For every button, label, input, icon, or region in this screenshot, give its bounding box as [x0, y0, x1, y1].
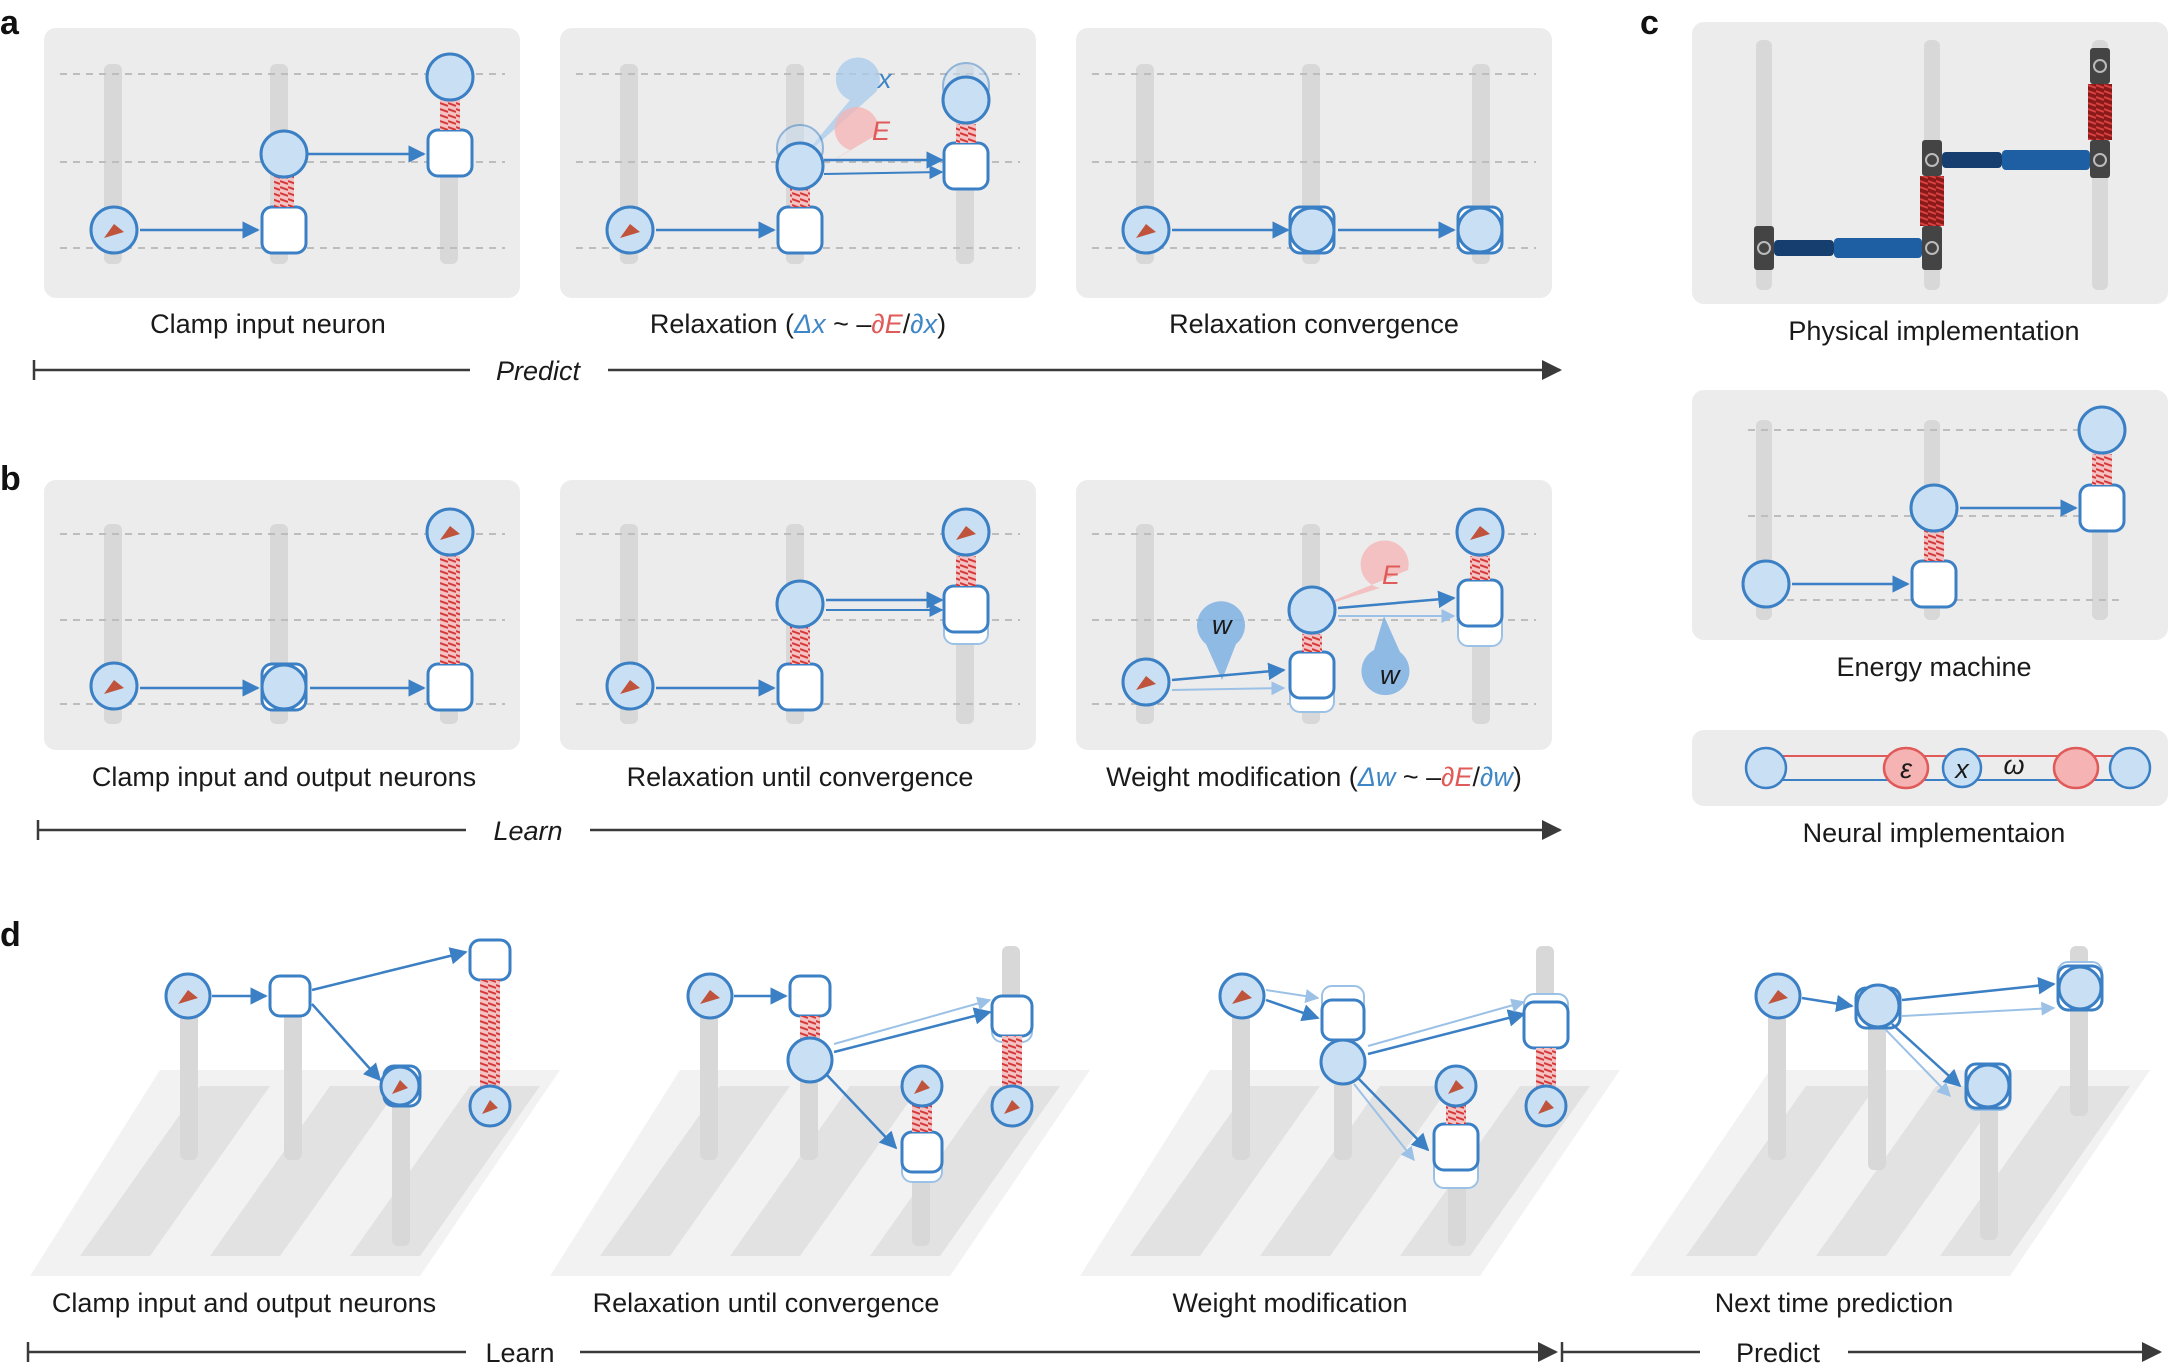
panel-a-step-3 — [1076, 28, 1552, 298]
panel-b: Clamp input and output neurons Relaxatio — [36, 480, 1562, 846]
hidden-neuron — [260, 663, 308, 711]
panel-b-caption-1: Clamp input and output neurons — [92, 762, 476, 792]
x-symbol: x — [1953, 754, 1970, 784]
panel-d-step-4 — [1630, 946, 2150, 1276]
error-node — [1882, 746, 1930, 790]
output-neuron — [1456, 206, 1504, 254]
panel-d-time-axis: Learn Predict — [26, 1338, 2162, 1368]
panel-b-learn-axis: Learn — [36, 816, 1562, 846]
panel-b-step-3: E w w — [1076, 480, 1552, 750]
panel-d-step-2 — [550, 946, 1090, 1276]
hidden-neuron — [1287, 585, 1337, 635]
bubble-x-label: x — [876, 64, 893, 94]
bubble-w-label-2: w — [1380, 660, 1401, 690]
output-neuron-socket — [942, 141, 990, 191]
panel-label-a: a — [0, 4, 20, 42]
bubble-E-label: E — [1382, 560, 1401, 590]
output-neuron — [941, 75, 991, 125]
panel-a: Clamp input neuron x E — [32, 28, 1562, 386]
panel-c-physical — [1692, 22, 2168, 304]
output-neuron-socket — [1456, 578, 1504, 628]
spring — [1920, 176, 1944, 226]
output-neuron-socket — [942, 584, 990, 634]
output-neuron — [425, 52, 475, 102]
hidden-neuron-socket — [776, 205, 824, 255]
hidden-neuron-2 — [1965, 1063, 2011, 1109]
panel-b-caption-3: Weight modification (Δw ~ –∂E/∂w) — [1106, 762, 1522, 792]
panel-a-predict-axis: Predict — [32, 356, 1562, 386]
panel-b-caption-2: Relaxation until convergence — [627, 762, 974, 792]
connection-bar — [2002, 150, 2090, 170]
omega-symbol: ω — [2003, 750, 2024, 780]
neuron-node — [1744, 746, 1788, 790]
panel-d-step-3 — [1080, 946, 1620, 1276]
panel-b-step-1 — [44, 480, 520, 750]
error-node — [2052, 746, 2100, 790]
hidden-neuron-socket — [260, 205, 308, 255]
hidden-neuron — [775, 141, 825, 191]
predict-label-d: Predict — [1736, 1338, 1821, 1368]
input-neuron — [1741, 559, 1791, 609]
bubble-w-1 — [1197, 601, 1245, 680]
hidden-neuron — [775, 579, 825, 629]
output-neuron-socket — [426, 662, 474, 712]
bubble-E-label: E — [872, 116, 891, 146]
predict-label: Predict — [496, 356, 582, 386]
panel-c-caption-3: Neural implementaion — [1803, 818, 2066, 848]
bubble-w-2 — [1361, 616, 1410, 696]
hidden-neuron — [1288, 206, 1336, 254]
output-neuron-socket — [426, 128, 474, 178]
panel-d-caption-4: Next time prediction — [1715, 1288, 1954, 1318]
panel-c-caption-1: Physical implementation — [1788, 316, 2079, 346]
connection-bar — [1834, 238, 1922, 258]
panel-label-c: c — [1640, 4, 1659, 42]
bubble-x — [800, 57, 880, 160]
spring — [2088, 84, 2112, 140]
panel-label-d: d — [0, 916, 21, 954]
bubble-w-label-1: w — [1212, 610, 1233, 640]
panel-a-step-2: x E — [560, 28, 1036, 298]
panel-c-energy-machine — [1692, 390, 2168, 640]
panel-a-caption-1: Clamp input neuron — [150, 309, 386, 339]
panel-c-caption-2: Energy machine — [1836, 652, 2031, 682]
output-neuron — [2077, 405, 2127, 455]
panel-b-step-2 — [560, 480, 1036, 750]
panel-c-neural: ε x ω — [1692, 730, 2168, 806]
panel-c: Physical implementation Energy machine — [1692, 22, 2168, 848]
value-node — [1941, 747, 1983, 789]
neuron-node — [2108, 746, 2152, 790]
panel-d: Clamp input and output neurons — [26, 938, 2162, 1368]
hidden-neuron — [1319, 1038, 1367, 1086]
panel-a-step-1 — [44, 28, 520, 298]
panel-d-caption-1: Clamp input and output neurons — [52, 1288, 436, 1318]
hidden-neuron — [259, 129, 309, 179]
panel-a-caption-2: Relaxation (Δx ~ –∂E/∂x) — [650, 309, 946, 339]
panel-d-step-1 — [30, 938, 560, 1276]
epsilon-symbol: ε — [1900, 754, 1913, 784]
bubble-E — [1310, 540, 1409, 610]
hidden-neuron — [1909, 483, 1959, 533]
panel-a-caption-3: Relaxation convergence — [1169, 309, 1459, 339]
panel-d-caption-3: Weight modification — [1172, 1288, 1407, 1318]
learn-label: Learn — [493, 816, 562, 846]
panel-d-caption-2: Relaxation until convergence — [593, 1288, 940, 1318]
hidden-neuron — [1855, 983, 1901, 1029]
bubble-E — [800, 107, 879, 180]
hidden-neuron — [786, 1036, 834, 1084]
panel-label-b: b — [0, 460, 21, 498]
learn-label-d: Learn — [485, 1338, 554, 1368]
output-neuron — [2057, 965, 2103, 1011]
